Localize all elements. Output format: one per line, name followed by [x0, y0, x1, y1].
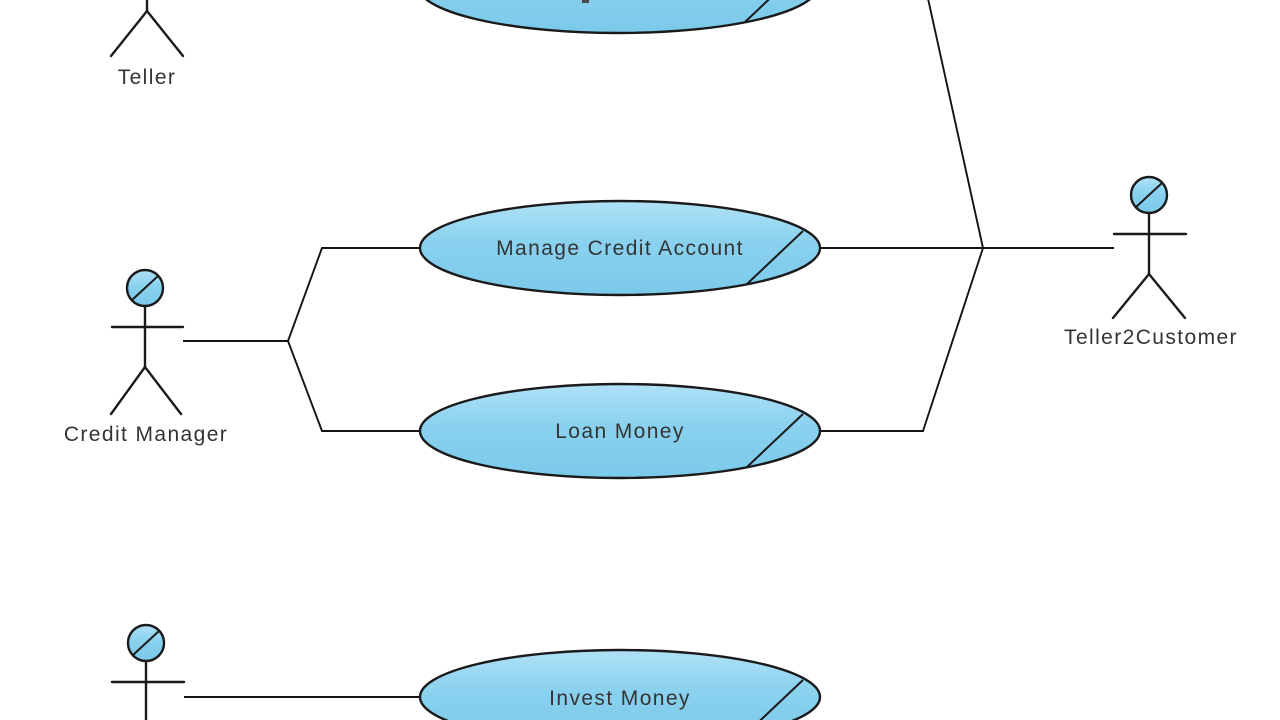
association-credit-manager-manage-credit-account[interactable]	[287, 247, 420, 342]
use-case-invest-money-slash	[759, 679, 804, 720]
actor-bottom-head-slash	[132, 630, 160, 656]
actor-credit-manager-head-slash	[131, 275, 159, 301]
actor-credit-manager-label: Credit Manager	[64, 423, 228, 446]
use-case-top[interactable]	[418, 0, 818, 35]
use-case-manage-credit-account-ellipse	[418, 199, 822, 297]
use-case-loan-money-label: Loan Money	[555, 420, 685, 443]
association-credit-manager-loan-money[interactable]	[287, 340, 420, 432]
actor-teller2customer-left-leg	[1111, 272, 1151, 320]
use-case-manage-credit-account[interactable]: Manage Credit Account	[418, 199, 822, 297]
association-loan-money-top-use-case-route[interactable]	[820, 0, 984, 432]
actor-credit-manager-right-leg	[143, 365, 183, 416]
actor-teller2customer-label: Teller2Customer	[1064, 326, 1238, 349]
use-case-top-ellipse	[425, 0, 811, 35]
actor-credit-manager-left-leg	[109, 365, 147, 416]
actor-teller2customer[interactable]: Teller2Customer	[1064, 175, 1238, 349]
use-case-top-clipped-label-remnant	[582, 0, 589, 3]
use-case-manage-credit-account-label: Manage Credit Account	[496, 237, 744, 260]
actor-teller[interactable]: Teller	[109, 0, 185, 89]
use-case-invest-money-ellipse	[418, 648, 822, 720]
actor-teller2customer-right-leg	[1147, 272, 1187, 320]
use-case-top-slash	[744, 0, 770, 23]
actor-teller-right-leg	[145, 9, 185, 58]
actor-teller2customer-head-slash	[1135, 182, 1163, 208]
use-case-loan-money-ellipse	[418, 382, 822, 480]
use-case-invest-money-label: Invest Money	[549, 687, 691, 710]
actor-bottom[interactable]	[110, 623, 186, 720]
use-case-invest-money[interactable]: Invest Money	[418, 648, 822, 720]
actor-credit-manager[interactable]: Credit Manager	[64, 268, 228, 446]
actor-teller-left-leg	[109, 9, 149, 58]
actor-teller-label: Teller	[118, 66, 177, 89]
use-case-loan-money-slash	[746, 413, 804, 468]
use-case-manage-credit-account-slash	[746, 230, 804, 285]
association-lines	[183, 0, 1114, 698]
use-case-loan-money[interactable]: Loan Money	[418, 382, 822, 480]
